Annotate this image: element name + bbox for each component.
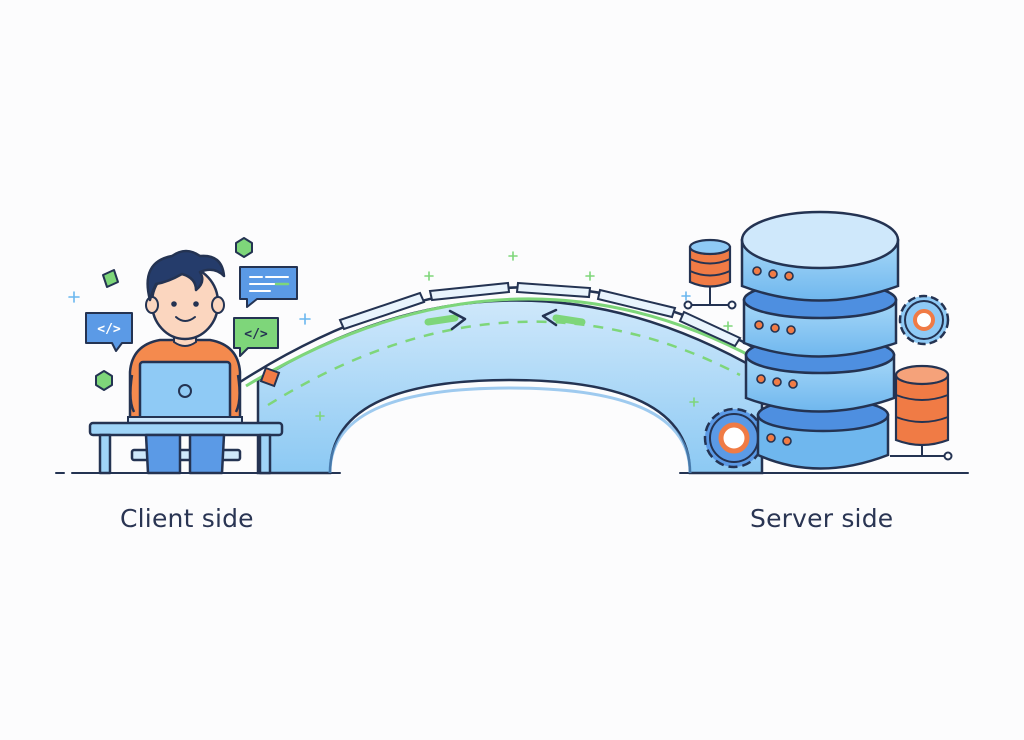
person-legs	[144, 433, 226, 475]
arrow-right-icon	[424, 309, 467, 331]
small-database-icon	[890, 364, 953, 461]
code-bubble-icon: </>	[233, 317, 279, 357]
gear-icon	[898, 294, 950, 346]
chat-bubble-icon	[239, 266, 298, 308]
database-server-icon	[740, 210, 900, 470]
code-bubble-text: </>	[244, 327, 268, 342]
server-side-label: Server side	[750, 504, 894, 533]
sparkle-blue-icon	[68, 291, 691, 325]
gear-icon	[703, 407, 765, 469]
laptop-icon	[127, 360, 243, 424]
client-side-label: Client side	[120, 504, 254, 533]
code-bubble-icon: </>	[85, 312, 133, 352]
cube-icon	[95, 237, 253, 391]
small-database-icon	[683, 238, 737, 310]
code-bubble-text: </>	[97, 322, 121, 337]
desk	[88, 421, 284, 475]
sparkle-icon	[315, 251, 733, 421]
bridge	[239, 281, 764, 475]
arrow-left-icon	[541, 308, 586, 327]
